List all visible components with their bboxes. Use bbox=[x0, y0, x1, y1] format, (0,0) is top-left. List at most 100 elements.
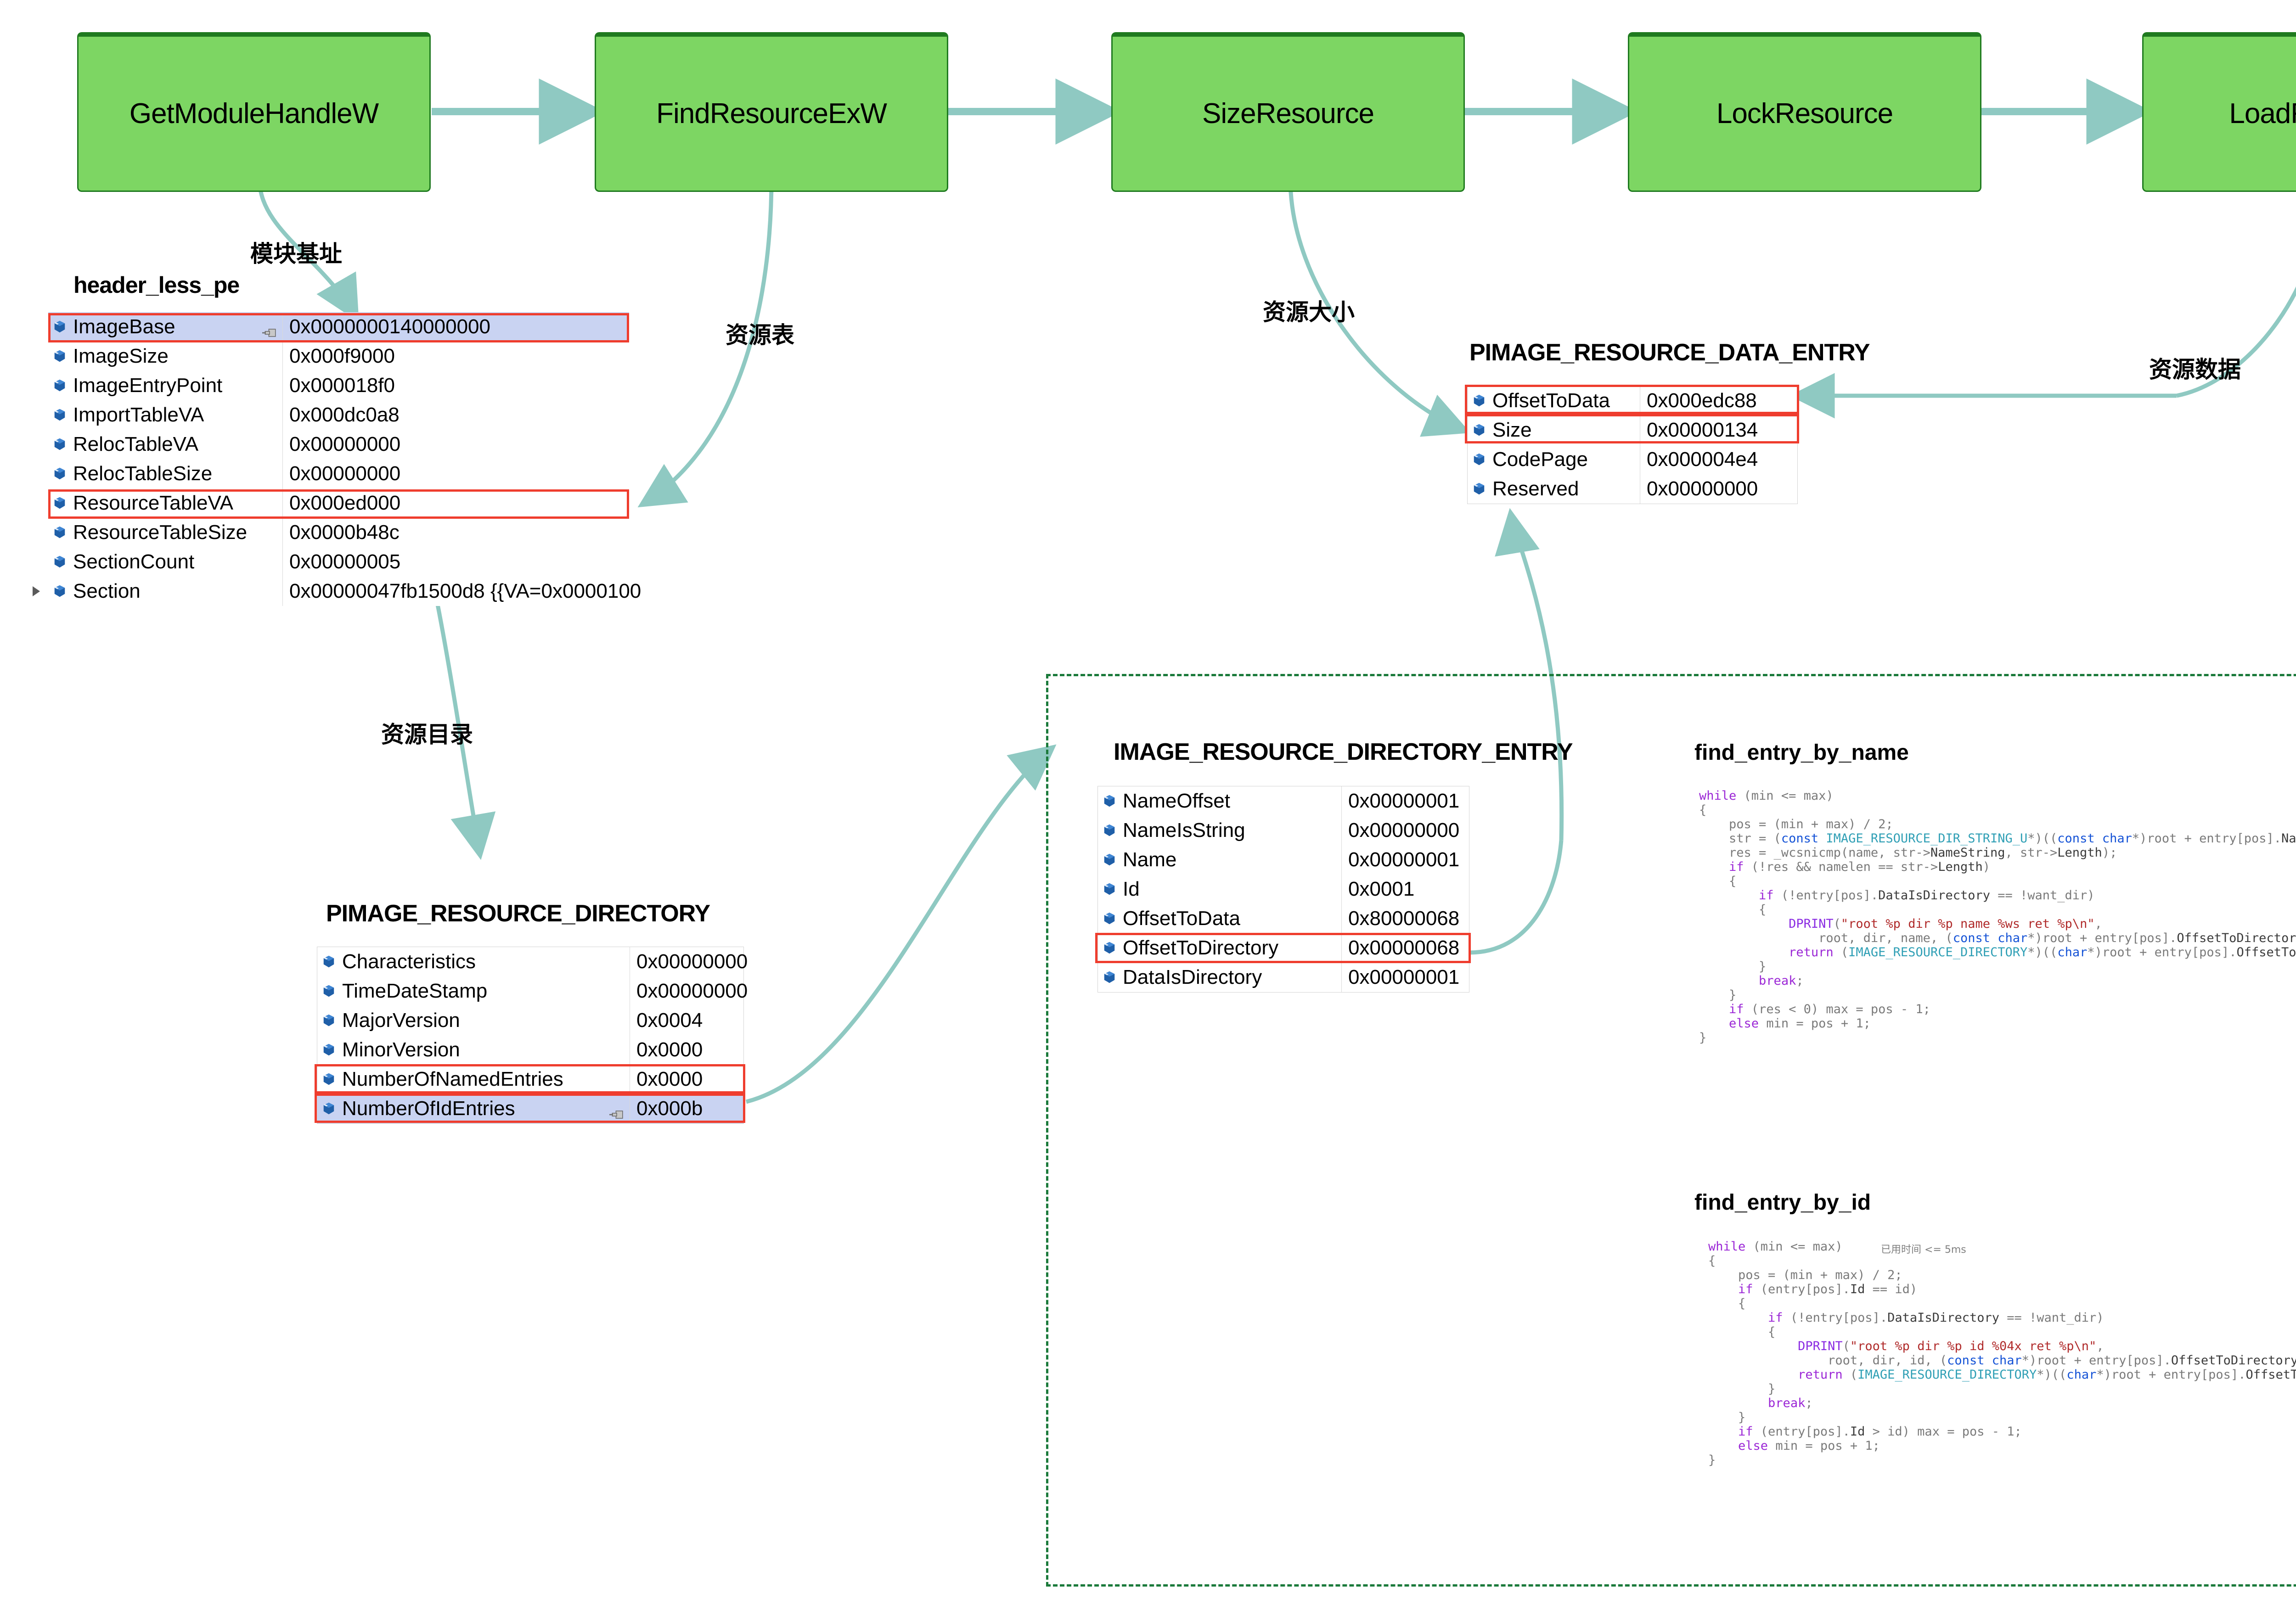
find-entry-by-id-title: find_entry_by_id bbox=[1694, 1190, 1871, 1215]
field-cube-icon bbox=[1103, 912, 1116, 925]
row-value: 0x00000001 bbox=[1341, 845, 1469, 875]
row-value: 0x000004e4 bbox=[1640, 445, 1797, 474]
flow-box-findresourceexw[interactable]: FindResourceExW bbox=[595, 32, 948, 192]
field-cube-icon bbox=[53, 320, 67, 334]
row-name-cell: RelocTableVA bbox=[48, 430, 282, 459]
row-value: 0x00000000 bbox=[282, 430, 629, 459]
row-name: ResourceTableVA bbox=[73, 492, 233, 514]
field-cube-icon bbox=[1103, 794, 1116, 808]
field-cube-icon bbox=[1103, 882, 1116, 896]
arrow-label-resource-size: 资源大小 bbox=[1263, 299, 1355, 325]
row-name-cell: Characteristics bbox=[317, 947, 630, 976]
row-value: 0x00000047fb1500d8 {{VA=0x0000100 bbox=[282, 577, 641, 606]
resource-data-entry-title: PIMAGE_RESOURCE_DATA_ENTRY bbox=[1469, 339, 1870, 366]
row-name-cell: NumberOfIdEntries bbox=[317, 1094, 630, 1123]
find-entry-by-id-code: while (min <= max){ pos = (min + max) / … bbox=[1708, 1240, 2296, 1467]
flow-box-sizeresource[interactable]: SizeResource bbox=[1111, 32, 1465, 192]
code-line: if (res < 0) max = pos - 1; bbox=[1729, 1002, 1930, 1016]
row-name-cell: ImageSize bbox=[48, 342, 282, 371]
code-line: } bbox=[1708, 1410, 1746, 1425]
row-name-cell: Name bbox=[1098, 845, 1341, 875]
row-value: 0x00000000 bbox=[630, 947, 748, 976]
code-line: { bbox=[1708, 1325, 1776, 1339]
row-name: ImageSize bbox=[73, 345, 169, 367]
code-line: if (!res && namelen == str->Length) bbox=[1729, 860, 1990, 874]
code-line: if (!entry[pos].DataIsDirectory == !want… bbox=[1759, 888, 2095, 903]
row-name: Name bbox=[1123, 848, 1177, 871]
field-cube-icon bbox=[322, 955, 336, 969]
field-cube-icon bbox=[53, 555, 67, 569]
row-value: 0x0004 bbox=[630, 1006, 743, 1035]
code-line: else min = pos + 1; bbox=[1738, 1439, 1880, 1453]
row-value: 0x00000001 bbox=[1341, 963, 1469, 992]
table-row[interactable]: Name 0x00000001 bbox=[1098, 845, 1469, 875]
row-name: OffsetToData bbox=[1492, 389, 1610, 412]
row-name-cell: NumberOfNamedEntries bbox=[317, 1065, 630, 1094]
row-value: 0x0000 bbox=[630, 1065, 743, 1094]
row-name: TimeDateStamp bbox=[342, 980, 488, 1002]
code-group-container bbox=[1046, 674, 2296, 1587]
row-name-cell: OffsetToDirectory bbox=[1098, 933, 1341, 963]
code-line: else min = pos + 1; bbox=[1729, 1016, 1871, 1031]
pin-icon[interactable] bbox=[262, 321, 277, 337]
pin-icon[interactable] bbox=[609, 1103, 624, 1119]
row-value: 0x0000b48c bbox=[282, 518, 629, 547]
flow-box-getmodulehandlew[interactable]: GetModuleHandleW bbox=[77, 32, 431, 192]
expander-icon[interactable] bbox=[33, 586, 40, 596]
row-name: MinorVersion bbox=[342, 1038, 460, 1061]
code-line: if (entry[pos].Id > id) max = pos - 1; bbox=[1738, 1425, 2022, 1439]
field-cube-icon bbox=[53, 379, 67, 393]
row-name-cell: DataIsDirectory bbox=[1098, 963, 1341, 992]
code-line: res = _wcsnicmp(name, str->NameString, s… bbox=[1699, 846, 2117, 860]
arrow-label-resource-data: 资源数据 bbox=[2149, 356, 2241, 383]
row-name: ImportTableVA bbox=[73, 404, 204, 426]
code-line: { bbox=[1708, 1254, 1716, 1268]
find-entry-by-name-code: while (min <= max){ pos = (min + max) / … bbox=[1699, 789, 2296, 1045]
code-line: str = (const IMAGE_RESOURCE_DIR_STRING_U… bbox=[1699, 831, 2296, 846]
row-name: NumberOfNamedEntries bbox=[342, 1068, 563, 1090]
code-line: if (entry[pos].Id == id) bbox=[1738, 1282, 1918, 1296]
code-line: } bbox=[1699, 988, 1737, 1002]
resource-directory-entry-title: IMAGE_RESOURCE_DIRECTORY_ENTRY bbox=[1114, 739, 1573, 765]
flow-box-loadresource[interactable]: LoadResource bbox=[2142, 32, 2296, 192]
table-row[interactable]: NumberOfNamedEntries 0x0000 bbox=[317, 1065, 743, 1094]
flow-box-label: LockResource bbox=[1716, 98, 1893, 129]
row-name-cell: ResourceTableSize bbox=[48, 518, 282, 547]
row-name-cell: NameIsString bbox=[1098, 816, 1341, 845]
row-name: SectionCount bbox=[73, 550, 195, 573]
flow-box-lockresource[interactable]: LockResource bbox=[1628, 32, 1981, 192]
row-name-cell: Size bbox=[1468, 415, 1640, 445]
row-name-cell: Id bbox=[1098, 875, 1341, 904]
code-line: { bbox=[1699, 803, 1707, 817]
row-value: 0x000018f0 bbox=[282, 371, 629, 400]
